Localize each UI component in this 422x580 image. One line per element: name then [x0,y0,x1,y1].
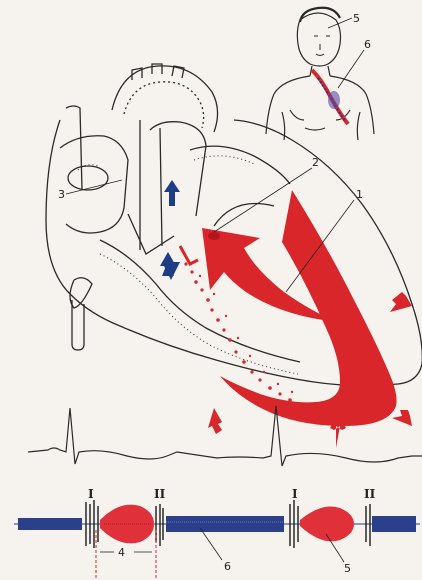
tone-I-repeat-label: I [292,487,298,501]
callout-5-label: 5 [353,12,360,25]
callout-2-label: 2 [312,156,319,169]
callout-5-lower-label: 5 [344,562,351,575]
callout-6-lower-label: 6 [224,560,231,573]
callout-4-label: 4 [118,546,125,559]
mitral-valve-mark [208,232,220,240]
callout-6-label: 6 [364,38,371,51]
callout-3-label: 3 [58,188,65,201]
tone-II-label: II [154,487,166,501]
tone-I-label: I [88,487,94,501]
callout-1-label: 1 [356,188,363,201]
tone-II-repeat-label: II [364,487,376,501]
